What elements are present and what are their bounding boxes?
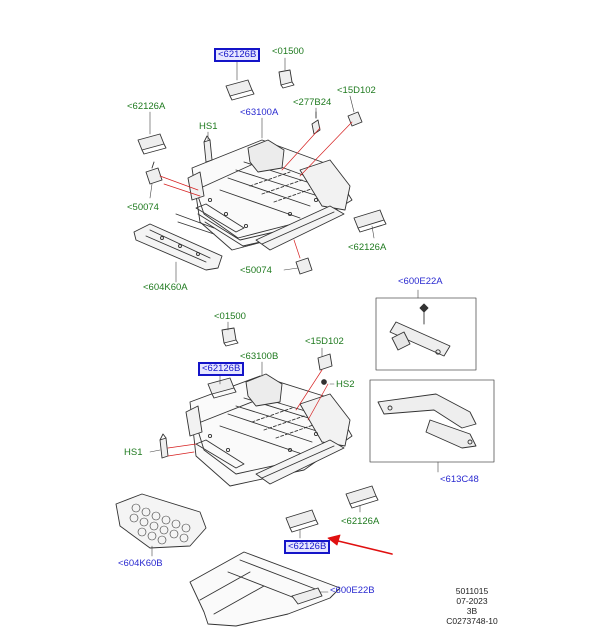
part-50074-left [145, 161, 163, 185]
part-50074-bottom [295, 257, 313, 275]
label-62126b-bottom-lower[interactable]: <62126B [284, 540, 331, 554]
stamp-line-1: 5011015 [455, 586, 489, 596]
label-277b24[interactable]: <277B24 [293, 97, 332, 108]
label-600e22a[interactable]: <600E22A [398, 276, 443, 287]
part-62126a-bottom [345, 485, 379, 509]
part-01500-bottom [221, 327, 239, 347]
inset-613c48-box [369, 379, 495, 463]
label-604k60b[interactable]: <604K60B [118, 558, 163, 569]
part-01500-top [278, 69, 295, 89]
part-600e22b [189, 551, 341, 627]
label-62126a-top-right[interactable]: <62126A [348, 242, 387, 253]
lower-red-leaders [167, 369, 329, 457]
part-62126b-bottom-upper [207, 377, 237, 399]
part-hs1-top [203, 135, 213, 163]
upper-red-leaders [159, 121, 353, 259]
red-pointer-arrow [327, 534, 393, 555]
label-600e22b[interactable]: <600E22B [330, 585, 375, 596]
label-613c48[interactable]: <613C48 [440, 474, 479, 485]
part-62126a-top-left [137, 133, 167, 155]
label-63100a[interactable]: <63100A [240, 107, 279, 118]
label-hs1-top[interactable]: HS1 [199, 121, 218, 132]
lower-seat-frame [185, 373, 353, 487]
part-62126b-top [225, 79, 255, 101]
part-62126b-bottom-lower [285, 509, 319, 533]
lower-leaders [149, 289, 439, 593]
upper-leaders [149, 57, 375, 283]
label-62126b-bottom-upper[interactable]: <62126B [198, 362, 245, 376]
label-01500-bottom[interactable]: <01500 [214, 311, 246, 322]
label-01500-top[interactable]: <01500 [272, 46, 304, 57]
part-604k60a [133, 223, 223, 271]
label-hs1-bottom[interactable]: HS1 [124, 447, 143, 458]
label-62126b-top[interactable]: <62126B [214, 48, 261, 62]
label-604k60a[interactable]: <604K60A [143, 282, 188, 293]
stamp-line-4: C0273748-10 [446, 616, 498, 626]
stamp-line-3: 3B [466, 606, 478, 616]
label-63100b[interactable]: <63100B [240, 351, 279, 362]
label-50074-left[interactable]: <50074 [127, 202, 159, 213]
part-hs1-bottom [159, 433, 169, 459]
label-15d102-bottom[interactable]: <15D102 [305, 336, 344, 347]
part-62126a-top-right [353, 209, 387, 233]
label-15d102-top[interactable]: <15D102 [337, 85, 376, 96]
stamp-line-2: 07-2023 [456, 596, 488, 606]
part-15d102-bottom [317, 353, 333, 385]
label-62126a-top-left[interactable]: <62126A [127, 101, 166, 112]
upper-seat-frame [175, 139, 353, 251]
inset-600e22a-box [375, 297, 477, 371]
label-62126a-bottom[interactable]: <62126A [341, 516, 380, 527]
part-604k60b [115, 493, 207, 549]
reference-stamp: 5011015 07-2023 3B C0273748-10 [442, 586, 502, 626]
label-50074-bottom[interactable]: <50074 [240, 265, 272, 276]
label-hs2[interactable]: HS2 [336, 379, 355, 390]
